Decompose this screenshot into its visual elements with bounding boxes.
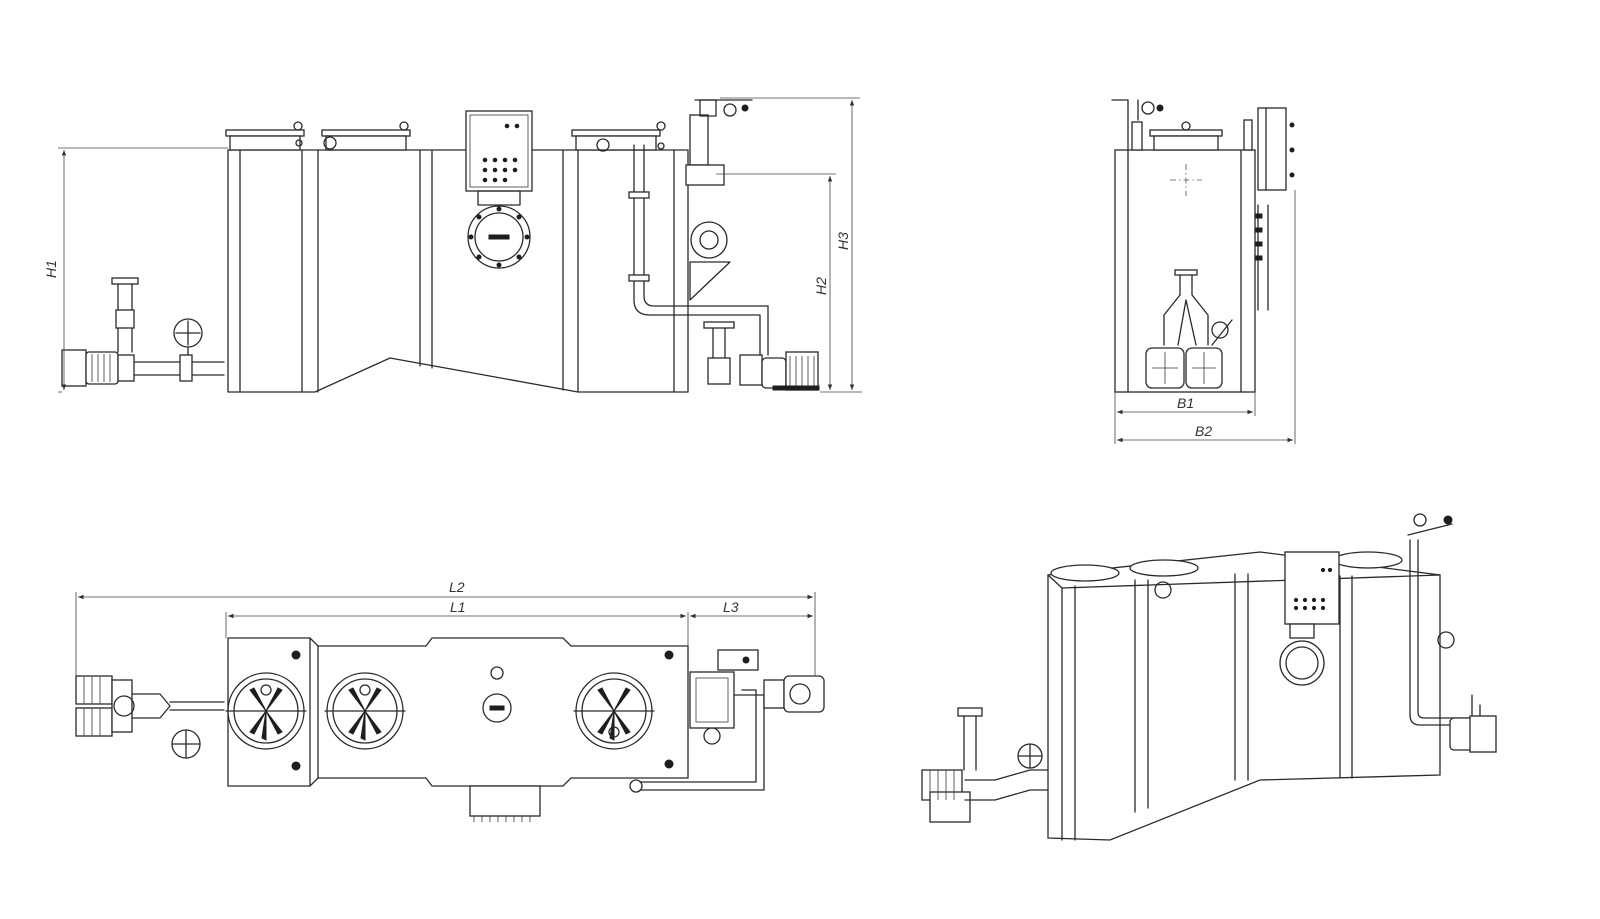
dim-h2: H2 xyxy=(813,277,829,295)
separator-column xyxy=(685,99,753,301)
dim-l3: L3 xyxy=(723,599,739,615)
plan-hatch-2 xyxy=(324,672,406,750)
side-elevation-view: B1 B2 xyxy=(1111,99,1296,444)
plan-dimensions: L2 L1 L3 xyxy=(75,579,816,676)
tank-body xyxy=(227,149,689,393)
control-box xyxy=(465,110,533,192)
riser-pipe xyxy=(628,144,769,356)
dim-b1: B1 xyxy=(1177,395,1194,411)
plan-hatch-3 xyxy=(573,672,655,750)
side-dimensions: B1 B2 xyxy=(1114,190,1296,444)
discharge-valve-and-pump xyxy=(703,321,820,391)
inlet-pump-and-valve xyxy=(61,277,225,387)
top-plan-view: L2 L1 L3 xyxy=(75,579,825,822)
front-elevation-view: H1 H2 H3 xyxy=(43,97,862,393)
hatch-lid-1 xyxy=(225,121,305,151)
iso-tank-body xyxy=(1047,551,1441,841)
inspection-flange xyxy=(467,190,531,269)
dim-h3: H3 xyxy=(835,232,851,250)
front-dimensions: H1 H2 H3 xyxy=(43,97,862,393)
plan-hatch-1 xyxy=(225,672,307,750)
hatch-lid-2 xyxy=(321,121,411,151)
dim-l2: L2 xyxy=(449,579,465,595)
plan-tank-outline xyxy=(227,637,689,787)
dim-h1: H1 xyxy=(43,260,59,278)
dim-l1: L1 xyxy=(450,599,466,615)
hatch-lid-3 xyxy=(571,121,666,152)
dim-b2: B2 xyxy=(1195,423,1212,439)
isometric-view xyxy=(921,513,1497,841)
